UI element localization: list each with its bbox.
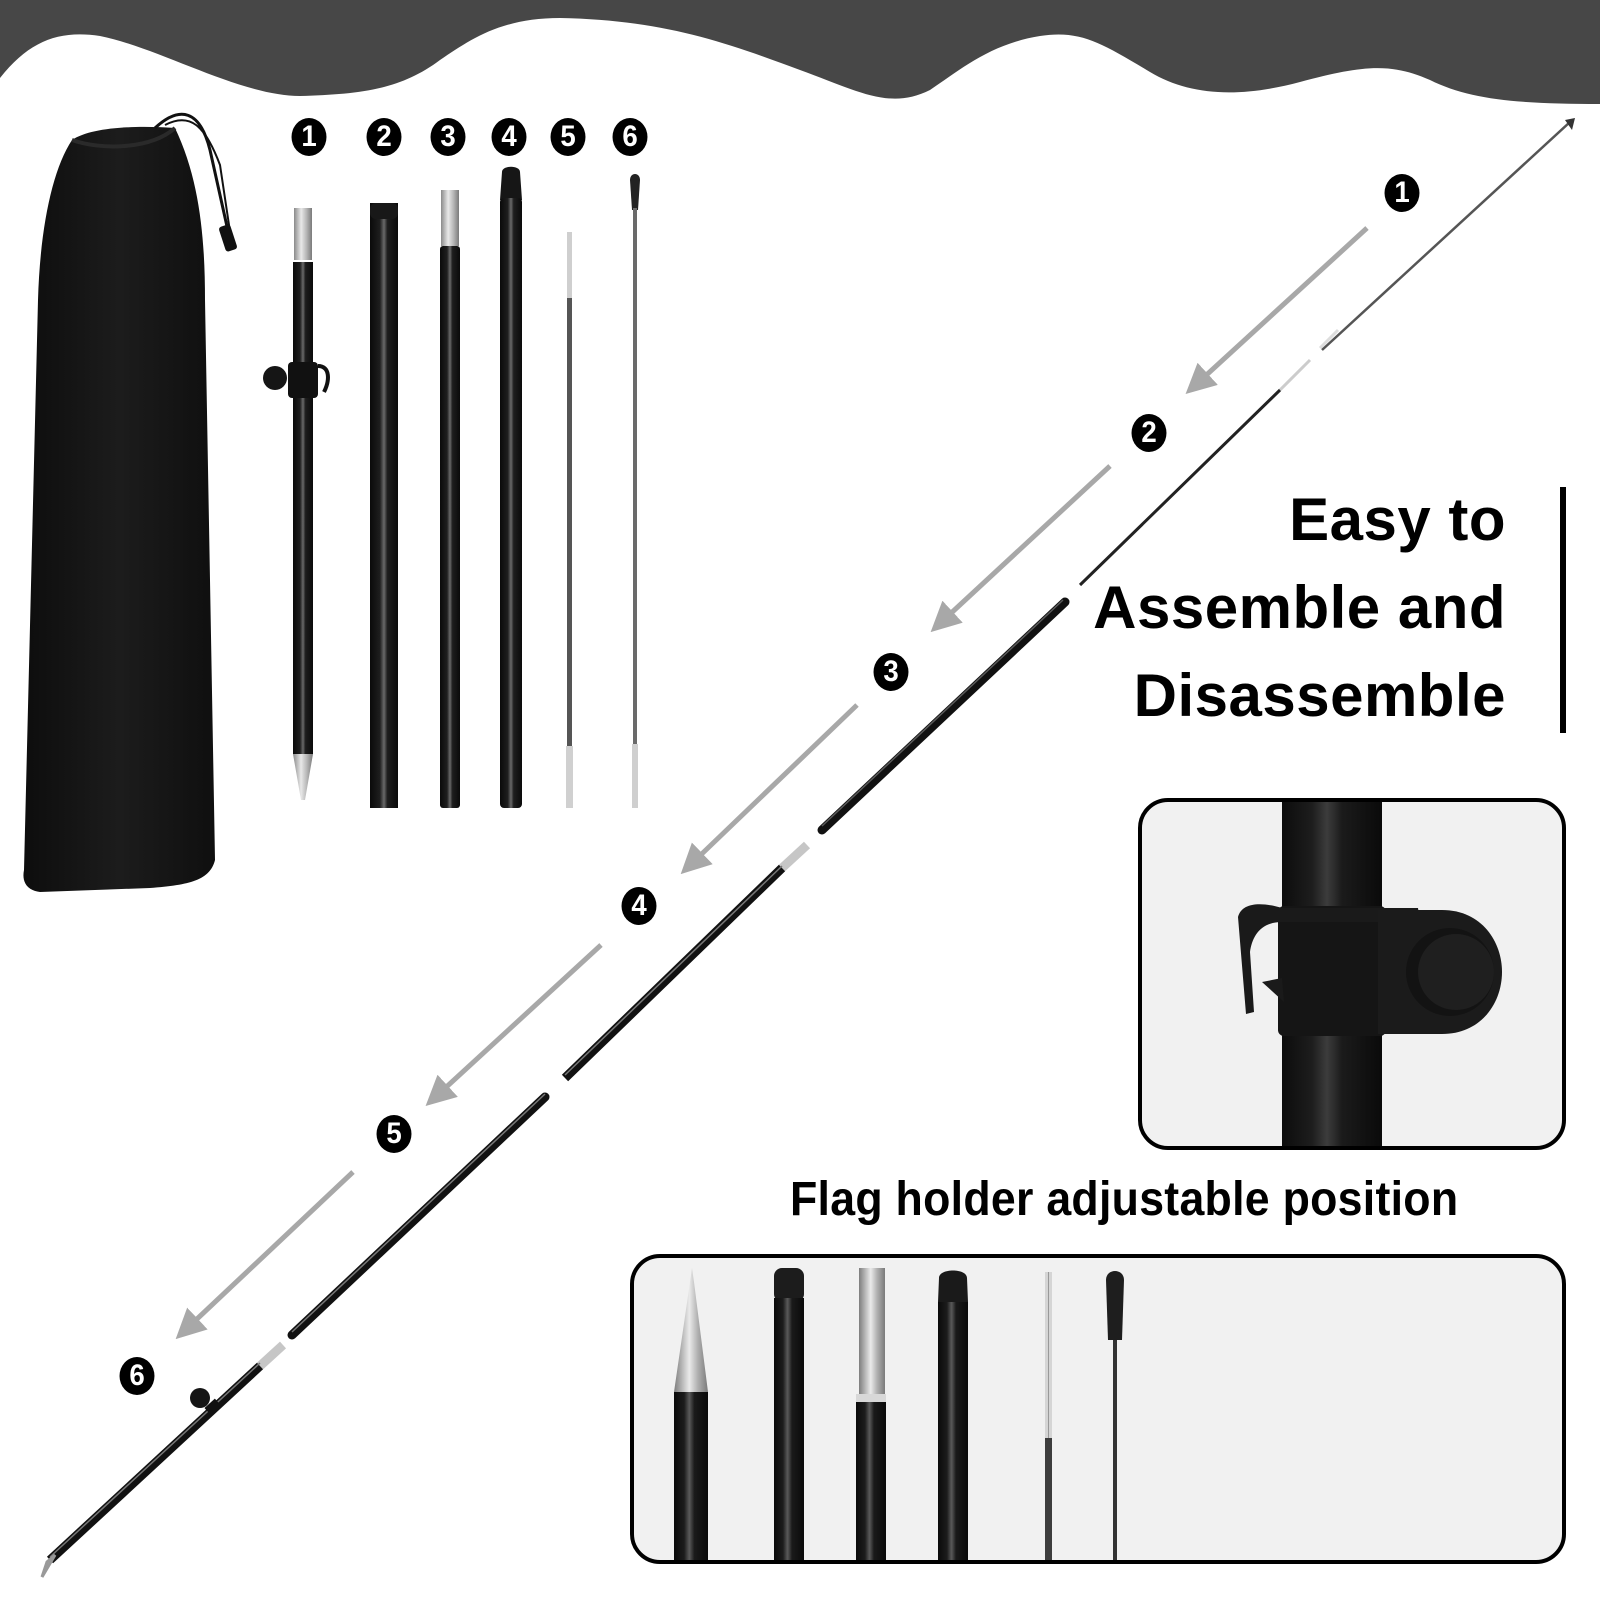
assembled-section-2 bbox=[287, 1092, 550, 1340]
flag-holder-detail-panel bbox=[1138, 798, 1566, 1150]
step-badge-5: 5 bbox=[376, 1115, 412, 1153]
assembled-section-tip bbox=[1318, 118, 1575, 351]
headline: Easy to Assemble and Disassemble bbox=[1093, 476, 1506, 740]
assembled-section-3 bbox=[561, 841, 811, 1082]
closeup-rod-end bbox=[1045, 1272, 1052, 1560]
step-badge-6: 6 bbox=[119, 1357, 155, 1395]
closeup-section-3-end bbox=[856, 1268, 886, 1560]
closeup-section-4-end bbox=[938, 1270, 968, 1560]
part-badge-2: 2 bbox=[366, 118, 402, 156]
part-badge-6: 6 bbox=[612, 118, 648, 156]
step-badge-4: 4 bbox=[621, 887, 657, 925]
part-1-ground-spike bbox=[263, 208, 330, 800]
component-ends-panel bbox=[630, 1254, 1566, 1564]
headline-divider bbox=[1560, 487, 1566, 733]
detail-caption: Flag holder adjustable position bbox=[790, 1173, 1459, 1226]
closeup-section-2-end bbox=[774, 1268, 804, 1560]
assembled-section-4 bbox=[817, 597, 1070, 835]
component-ends-closeup bbox=[674, 1268, 1124, 1560]
part-3-pole-section bbox=[440, 190, 460, 808]
assembled-section-ground-spike bbox=[40, 1341, 287, 1578]
closeup-tip-rod-end bbox=[1106, 1271, 1124, 1560]
part-4-pole-section bbox=[500, 166, 522, 808]
headline-line-2: Assemble and bbox=[1093, 574, 1506, 641]
headline-line-3: Disassemble bbox=[1133, 662, 1506, 729]
flag-holder-clamp-icon bbox=[1238, 802, 1502, 1146]
headline-line-1: Easy to bbox=[1289, 486, 1506, 553]
part-2-pole-section bbox=[370, 203, 398, 808]
part-6-tip-rod bbox=[630, 174, 640, 808]
step-badge-3: 3 bbox=[873, 653, 909, 691]
closeup-spike-tip bbox=[674, 1268, 708, 1560]
step-badge-1: 1 bbox=[1384, 174, 1420, 212]
step-badge-2: 2 bbox=[1131, 414, 1167, 452]
assembled-section-rod bbox=[1078, 358, 1312, 587]
part-badge-5: 5 bbox=[550, 118, 586, 156]
part-5-fiberglass-rod bbox=[566, 232, 573, 808]
part-badge-3: 3 bbox=[430, 118, 466, 156]
part-badge-4: 4 bbox=[491, 118, 527, 156]
part-badge-1: 1 bbox=[291, 118, 327, 156]
arrow-down-left-icon bbox=[175, 226, 1369, 1340]
